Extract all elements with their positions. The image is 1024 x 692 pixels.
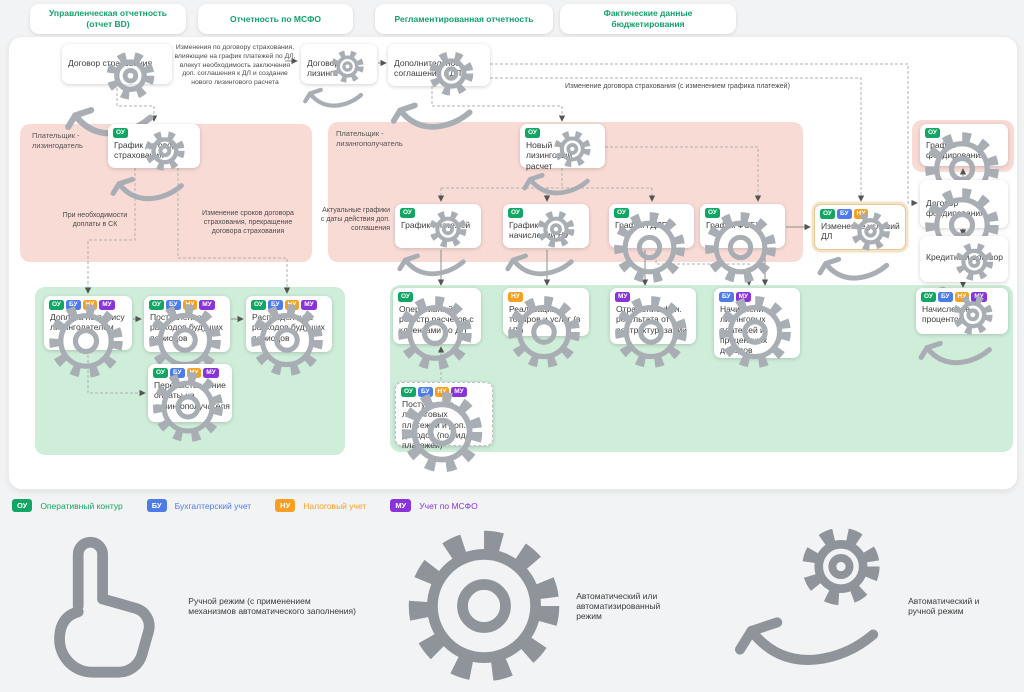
node-grafik-fsbu[interactable]: ОУ График ФСБУ	[700, 204, 785, 248]
node-oper-registr[interactable]: ОУ Оперативный регистр расчетов с клиент…	[393, 288, 481, 344]
hand-gear-icon	[108, 127, 196, 215]
edge-label-terms-change: Изменение сроков договора страхования, п…	[202, 210, 294, 236]
edge-label-insurance-change-long: Изменения по договору страхования, влияю…	[174, 44, 296, 87]
hand-gear-icon	[395, 207, 477, 289]
gear-icon	[700, 207, 781, 288]
gear-icon	[148, 367, 228, 447]
node-label: Договор фондирования	[926, 198, 985, 219]
node-dop-soglashenie[interactable]: Дополнительное соглашение к ДЛ	[388, 44, 490, 86]
node-dogovor-lizinga[interactable]: Договор лизинга	[301, 44, 377, 84]
badge-ou: ОУ	[12, 499, 33, 512]
tab-budget-actuals[interactable]: Фактические данные бюджетирования	[560, 4, 736, 34]
tab-management-reporting[interactable]: Управленческая отчетность (отчет BD)	[30, 4, 186, 34]
tab-label: Регламентированная отчетность	[394, 13, 534, 24]
legend-label: Ручной режим (с применением механизмов а…	[188, 596, 356, 617]
node-label: Договор страхования	[68, 58, 153, 68]
contour-badges: ОУ	[508, 208, 523, 218]
badge-bu: БУ	[146, 499, 167, 512]
hand-gear-icon	[815, 208, 901, 294]
legend-item-ou: ОУ Оперативный контур	[12, 499, 123, 512]
node-dogovor-strahovaniya[interactable]: Договор страхования	[62, 44, 172, 84]
node-label: Договор лизинга	[307, 58, 340, 79]
gear-icon	[714, 291, 796, 373]
tab-label: Фактические данные бюджетирования	[603, 8, 693, 29]
gear-icon	[609, 207, 690, 288]
node-novyi-lizingovyi-raschet[interactable]: ОУ Новый лизинговый расчет	[520, 124, 605, 168]
badge-mu: МУ	[390, 499, 412, 512]
edge-label-actual-schedules: Актуальные графики с даты действия доп. …	[320, 207, 390, 233]
hand-icon	[10, 520, 182, 692]
legend-item-nu: НУ Налоговый учет	[275, 499, 366, 512]
legend-label: Налоговый учет	[303, 500, 367, 511]
zone-accounting-main	[390, 285, 1013, 452]
contour-badges: ОУ	[925, 128, 940, 138]
contour-badges: ОУ	[400, 208, 415, 218]
node-label: Начисление процентов	[922, 304, 970, 325]
legend-modes: Ручной режим (с применением механизмов а…	[10, 520, 1024, 692]
hand-gear-icon	[503, 207, 585, 289]
zone-label-payer-lessor: Плательщик - лизингодатель	[32, 131, 83, 151]
contour-badges: ОУ	[525, 128, 540, 138]
tab-regulated-reporting[interactable]: Регламентированная отчетность	[375, 4, 553, 34]
legend-item-auto-manual-mode: Автоматический и ручной режим	[730, 520, 982, 692]
legend-label: Учет по МСФО	[419, 500, 478, 511]
contour-badges: МУ	[615, 292, 631, 302]
node-label: Новый лизинговый расчет	[526, 140, 573, 171]
node-label: График фондирования	[926, 140, 985, 161]
node-otrazhenie-fin[interactable]: МУ Отражение фин. результата от реструкт…	[610, 288, 696, 344]
legend-item-auto-mode: Автоматический или автоматизированный ре…	[398, 520, 688, 692]
node-kreditnyi-dogovor[interactable]: Кредитный договор	[920, 236, 1008, 282]
gear-icon	[246, 299, 328, 381]
zone-label-payer-lessee: Плательщик - лизингополучатель	[336, 129, 403, 149]
legend-label: Оперативный контур	[40, 500, 123, 511]
legend-item-bu: БУ Бухгалтерский учет	[146, 499, 252, 512]
badge-nu: НУ	[275, 499, 296, 512]
tab-ifrs-reporting[interactable]: Отчетность по МСФО	[198, 4, 353, 34]
node-grafik-gdlp[interactable]: ОУ График ГДЛП	[609, 204, 694, 248]
hand-gear-icon	[301, 47, 373, 119]
legend-contours: ОУ Оперативный контур БУ Бухгалтерский у…	[12, 499, 502, 512]
contour-badges: ОУ	[113, 128, 128, 138]
contour-badges: НУ	[508, 292, 523, 302]
node-label: Дополнительное соглашение к ДЛ	[394, 58, 462, 79]
edge-label-surcharge: При необходимости доплаты в СК	[62, 212, 128, 229]
contour-badges: ОУ	[705, 208, 720, 218]
tab-label: Отчетность по МСФО	[230, 13, 321, 24]
node-grafik-platezhey[interactable]: ОУ График платежей	[395, 204, 481, 248]
legend-label: Автоматический и ручной режим	[908, 596, 980, 617]
legend-item-manual-mode: Ручной режим (с применением механизмов а…	[10, 520, 356, 692]
legend-item-mu: МУ Учет по МСФО	[390, 499, 478, 512]
node-grafik-nachisleniy-nu[interactable]: ОУ График начислений НУ	[503, 204, 589, 248]
legend-label: Бухгалтерский учет	[174, 500, 252, 511]
legend-label: Автоматический или автоматизированный ре…	[576, 591, 661, 622]
gear-icon	[393, 291, 477, 375]
gear-icon	[396, 386, 488, 478]
gear-icon	[503, 291, 585, 373]
hand-gear-icon	[730, 520, 902, 692]
gear-icon	[610, 291, 692, 373]
hand-gear-icon	[520, 127, 601, 208]
contour-badges: ОУ	[398, 292, 413, 302]
node-realizaciya[interactable]: НУ Реализация товаров и услуг (в НУ)	[503, 288, 589, 336]
edge-label-insurance-change-short: Изменение договора страхования (с измене…	[565, 83, 790, 90]
gear-icon	[398, 520, 570, 692]
hand-gear-icon	[916, 291, 1004, 379]
contour-badges: ОУ	[614, 208, 629, 218]
node-dogovor-fondirovaniya[interactable]: Договор фондирования	[920, 180, 1008, 228]
node-grafik-dogovora-strahovaniya[interactable]: ОУ График договора страхования	[108, 124, 200, 168]
gear-icon	[44, 299, 128, 383]
tab-label: Управленческая отчетность (отчет BD)	[48, 8, 168, 29]
node-grafik-fondirovaniya[interactable]: ОУ График фондирования	[920, 124, 1008, 166]
